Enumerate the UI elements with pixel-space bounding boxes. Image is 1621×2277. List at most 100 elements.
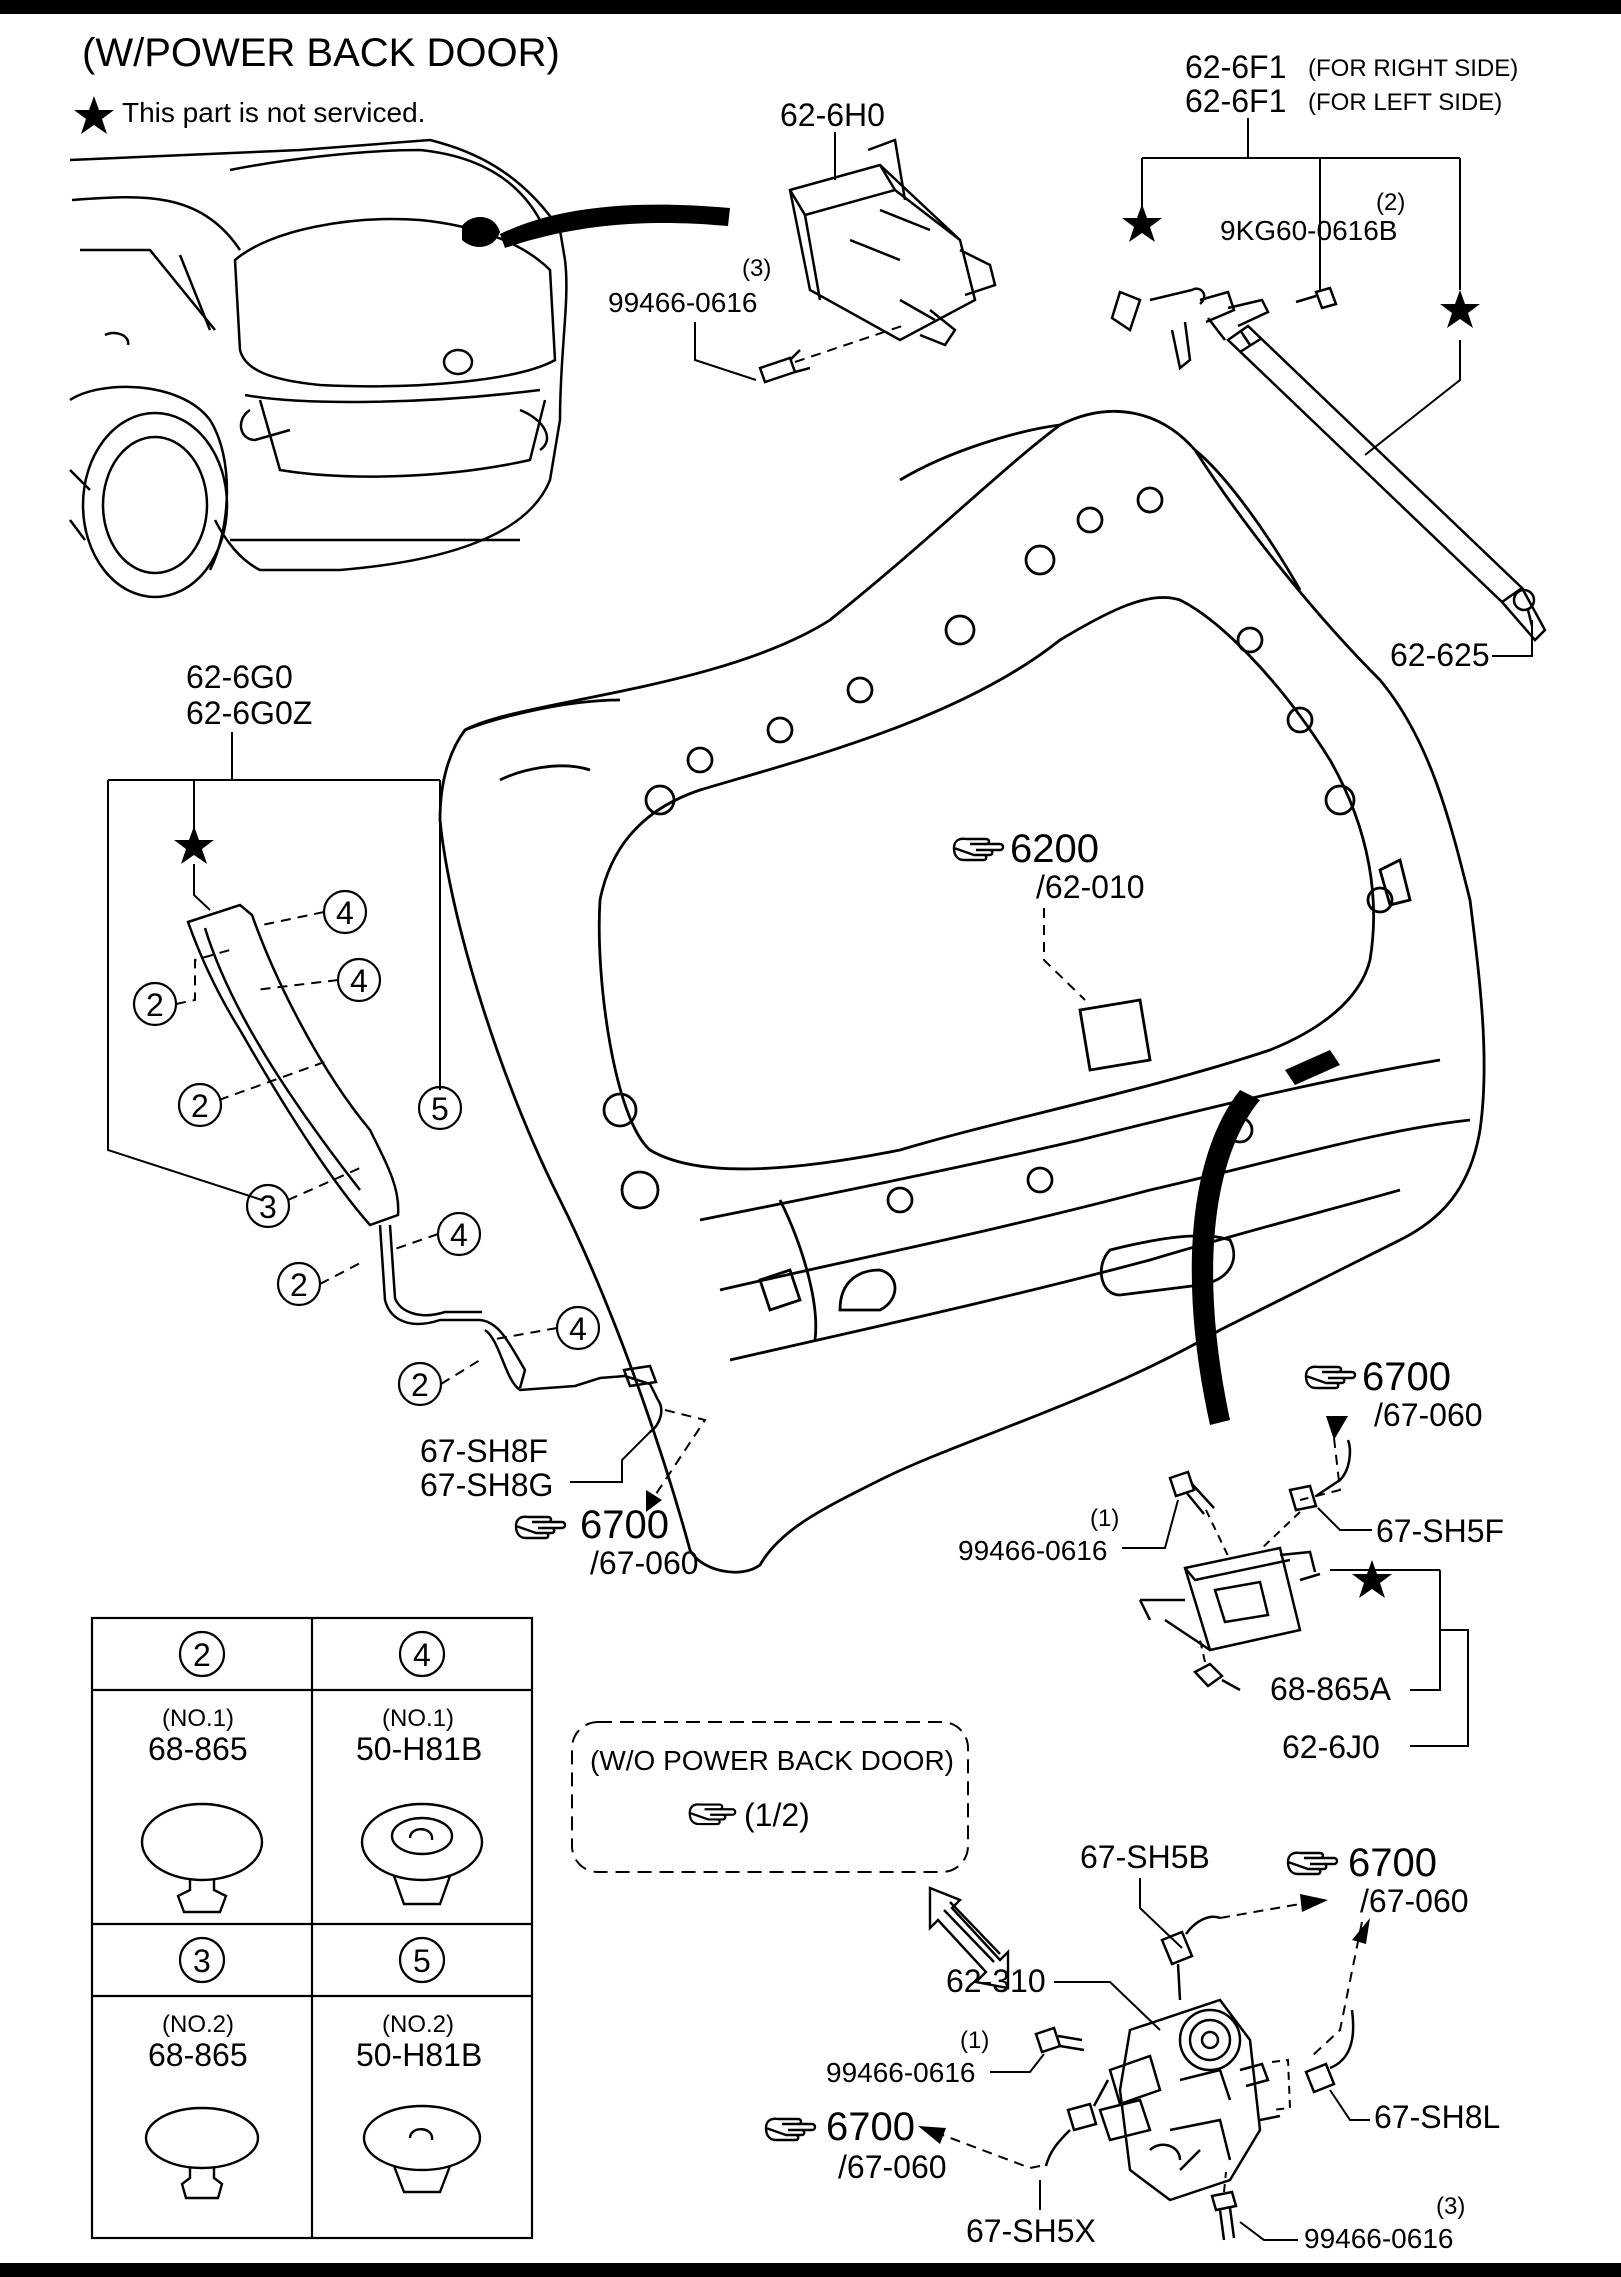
label-99466-0616-top: 99466-0616 [608, 287, 757, 318]
label-67-SH5B: 67-SH5B [1080, 1839, 1210, 1875]
label-67-SH8L: 67-SH8L [1374, 2099, 1500, 2135]
label-99466-0616-mid: 99466-0616 [958, 1535, 1107, 1566]
bracket-62-6G0 [107, 732, 441, 1201]
nut-icon [1192, 1662, 1241, 1692]
ref-6200-subgroup: /62-010 [1036, 869, 1145, 905]
legend-no: (NO.1) [162, 1705, 234, 1732]
label-for-left-side: (FOR LEFT SIDE) [1308, 89, 1502, 116]
leader-star-harness [193, 864, 211, 911]
connector-67-SH5X [1044, 2079, 1110, 2167]
arrow-head [1300, 1894, 1328, 1912]
legend-num: 5 [413, 1943, 431, 1979]
bracket-62-6F1 [1141, 118, 1461, 290]
dashed-bolt-line-bottom [1223, 2171, 1227, 2193]
ref-6700-left-subgroup: /67-060 [590, 1545, 699, 1581]
callout-4: 4 [350, 963, 368, 999]
control-module-illustration [788, 138, 997, 347]
connector-67-SH8L [1304, 2009, 1355, 2094]
actuator-location-marker [462, 216, 500, 247]
callout-2: 2 [146, 987, 164, 1023]
bolt-icon [1034, 2026, 1085, 2054]
label-62-6H0: 62-6H0 [780, 97, 885, 133]
page-title: (W/POWER BACK DOOR) [82, 31, 560, 75]
double-arrow-icon [928, 1886, 1010, 1990]
legend-part: 68-865 [148, 2037, 248, 2073]
without-power-door-title: (W/O POWER BACK DOOR) [590, 1745, 954, 1776]
leader-67-SH5B [1139, 1878, 1183, 1949]
dashed-arrow-67-SH8L [1311, 1921, 1363, 2057]
star-icon [1440, 290, 1480, 328]
star-icon [1352, 1560, 1392, 1598]
leader-62-6F1-strut [1364, 340, 1461, 456]
legend-callout-circles [178, 1630, 446, 1984]
label-67-SH8G: 67-SH8G [420, 1467, 553, 1503]
fastener-legend-table [90, 1616, 534, 2240]
callout-2: 2 [290, 1267, 308, 1303]
callout-2: 2 [191, 1088, 209, 1124]
ref-6700-right-bottom-subgroup: /67-060 [1360, 1883, 1469, 1919]
gas-strut-illustration [1110, 287, 1547, 642]
bolt-icon [1210, 2190, 1238, 2241]
label-qty-1-bottom: (1) [960, 2027, 989, 2054]
label-qty-3-bottom: (3) [1436, 2193, 1465, 2220]
label-62-6G0Z: 62-6G0Z [186, 695, 312, 731]
liftgate-illustration [438, 410, 1486, 1574]
legend-num: 4 [413, 1637, 431, 1673]
callout-5: 5 [431, 1091, 449, 1127]
connector-67-SH5F [1288, 1439, 1352, 1512]
legend-no: (NO.2) [162, 2011, 234, 2038]
label-67-SH5X: 67-SH5X [966, 2213, 1096, 2249]
legend-part: 68-865 [148, 1731, 248, 1767]
hinge-marker [1285, 1050, 1340, 1085]
ref-6200: 6200 [1010, 827, 1099, 871]
label-62-310: 62-310 [946, 1963, 1046, 1999]
label-99466-0616-bottom-right: 99466-0616 [1304, 2223, 1453, 2254]
bracket-67-SH8F [570, 1429, 653, 1483]
arrow-head [1326, 1416, 1348, 1440]
callout-4: 4 [569, 1311, 587, 1347]
arrow-head [646, 1490, 662, 1512]
star-icon [174, 826, 214, 864]
ref-6700-right-bottom: 6700 [1348, 1841, 1437, 1885]
leader-67-SH8L [1329, 2089, 1370, 2121]
power-door-harness-illustration [186, 903, 663, 1434]
legend-part: 50-H81B [356, 1731, 482, 1767]
bolt-icon [758, 349, 811, 384]
label-62-6J0: 62-6J0 [1282, 1729, 1380, 1765]
ref-6700-bottom-left: 6700 [826, 2105, 915, 2149]
dashed-module-line [1205, 1509, 1301, 1561]
bolt-icon [1168, 1470, 1215, 1515]
dashed-callout-leaders [175, 911, 558, 1385]
label-62-6G0: 62-6G0 [186, 659, 293, 695]
star-icon [1122, 204, 1162, 242]
label-67-SH8F: 67-SH8F [420, 1433, 548, 1469]
legend-no: (NO.2) [382, 2011, 454, 2038]
module-62-6J0-illustration [1138, 1546, 1321, 1652]
leader-99466-bottom [990, 2053, 1045, 2073]
pointing-hand-icon[interactable] [688, 1803, 737, 1826]
legend-num: 3 [193, 1943, 211, 1979]
clip-icon [360, 1802, 484, 1906]
label-62-6F1-left: 62-6F1 [1185, 83, 1286, 119]
dashed-arrow-6700-left [651, 1409, 707, 1501]
pointing-hand-icon [1286, 1851, 1339, 1876]
callout-2: 2 [411, 1367, 429, 1403]
dashed-mount-line-top [794, 324, 906, 363]
leader-99466-top [694, 322, 757, 381]
label-62-625: 62-625 [1390, 637, 1490, 673]
dashed-arrow-6700-right-mid [1299, 1437, 1342, 1501]
dashed-nut-line [1199, 1639, 1206, 1663]
ref-6700-right-mid-subgroup: /67-060 [1374, 1397, 1483, 1433]
dashed-arrow-6700-bottom-left [939, 2133, 1041, 2170]
page-reference-link[interactable]: (1/2) [744, 1797, 810, 1833]
ref-6700-right-mid: 6700 [1362, 1355, 1451, 1399]
label-for-right-side: (FOR RIGHT SIDE) [1308, 55, 1518, 82]
label-qty-3-top: (3) [742, 255, 771, 282]
clip-icon [140, 1802, 264, 1914]
vehicle-rear-illustration [69, 138, 568, 599]
callout-4: 4 [336, 895, 354, 931]
callout-4: 4 [450, 1217, 468, 1253]
leader-99466-bottom-right [1239, 2221, 1298, 2241]
leader-62-625 [1492, 620, 1533, 657]
swing-arrow [1191, 1090, 1260, 1425]
